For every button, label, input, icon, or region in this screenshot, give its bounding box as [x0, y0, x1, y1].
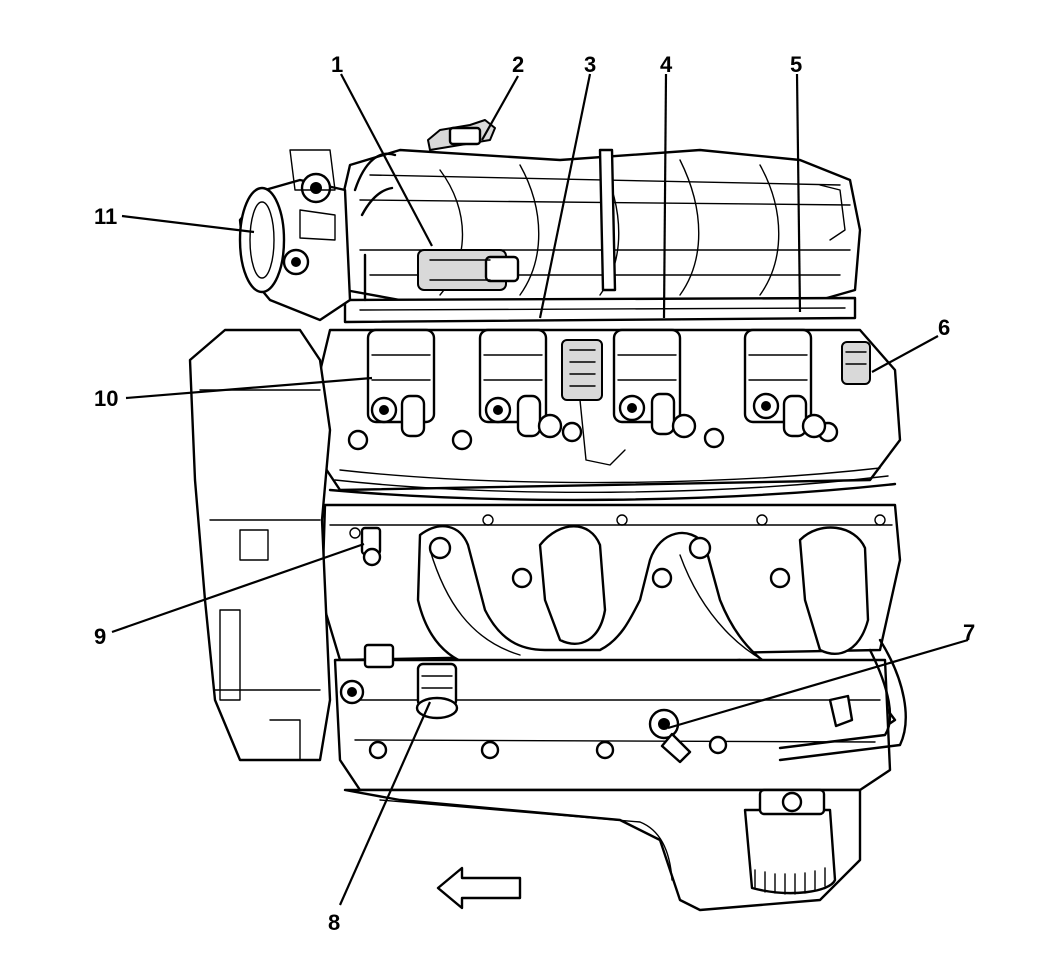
arrow-left-icon: [436, 866, 522, 910]
callout-2: 2: [512, 52, 524, 77]
callout-labels: 1 2 3 4 5 6 7 8 9 10 11: [94, 52, 975, 935]
bell-housing: [188, 328, 332, 762]
callout-3: 3: [584, 52, 596, 77]
oil-pan: [343, 788, 862, 912]
intake-manifold: [333, 119, 862, 324]
throttle-body: [238, 149, 352, 322]
callout-6: 6: [938, 315, 950, 340]
wiring-connector-center: [561, 339, 626, 466]
callout-1: 1: [331, 52, 343, 77]
callout-leaders: [111, 73, 969, 906]
coolant-fitting: [360, 526, 382, 567]
oil-pressure-sensor: [415, 662, 459, 720]
ignition-coil-2: [478, 328, 563, 439]
bypass-hose: [778, 638, 907, 762]
oil-filter: [743, 788, 837, 895]
callout-10: 10: [94, 386, 118, 411]
callout-7: 7: [963, 620, 975, 645]
callout-11: 11: [94, 204, 117, 229]
ignition-coil-1: [366, 328, 436, 438]
camshaft-position-sensor: [841, 341, 871, 385]
callout-9: 9: [94, 624, 106, 649]
knock-sensor: [648, 708, 692, 764]
callout-8: 8: [328, 910, 340, 935]
ignition-coil-4: [743, 328, 827, 439]
ignition-coil-3: [612, 328, 697, 439]
engine-block: [333, 643, 892, 792]
callout-5: 5: [790, 52, 802, 77]
callout-4: 4: [660, 52, 673, 77]
